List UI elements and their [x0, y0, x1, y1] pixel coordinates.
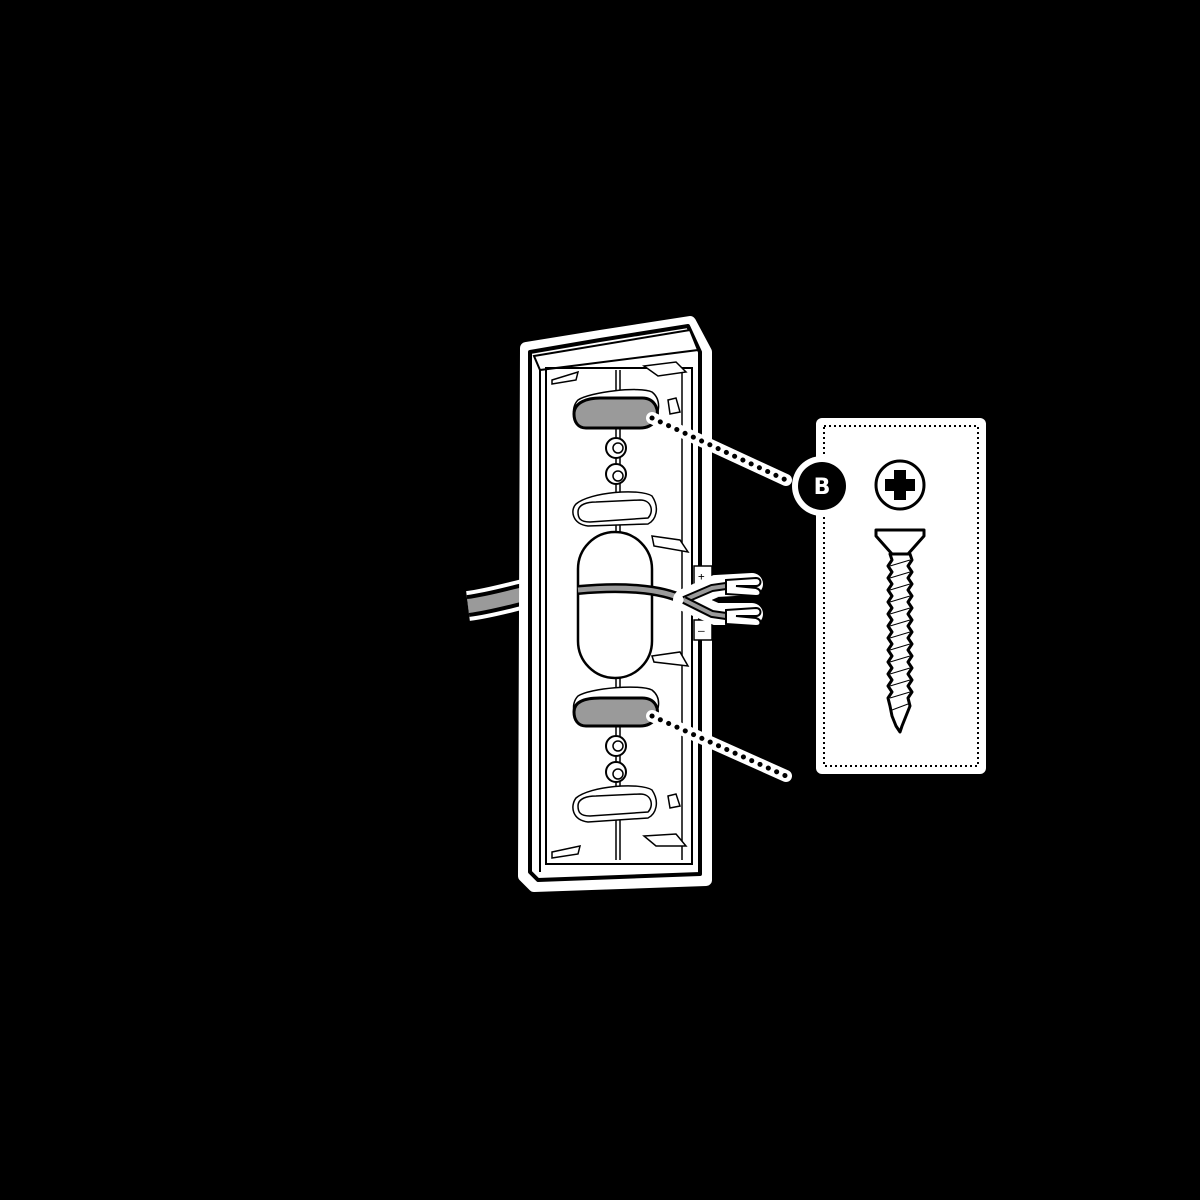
- wire-opening: [576, 530, 654, 680]
- upper-screw-slot: [572, 388, 660, 430]
- leader-lines: [646, 412, 792, 782]
- keyhole-pins-upper: [605, 437, 627, 485]
- callout-letter: B: [814, 475, 831, 500]
- keyhole-pins-lower: [605, 735, 627, 783]
- negative-terminal-label: –: [698, 624, 705, 637]
- phillips-head-icon: [874, 459, 926, 511]
- lower-screw-slot: [572, 686, 660, 728]
- terminals: + –: [673, 565, 763, 641]
- positive-terminal-label: +: [698, 570, 705, 583]
- screw-icon: [874, 528, 926, 734]
- part-callout-panel: B: [792, 418, 986, 774]
- callout-badge: [798, 462, 846, 510]
